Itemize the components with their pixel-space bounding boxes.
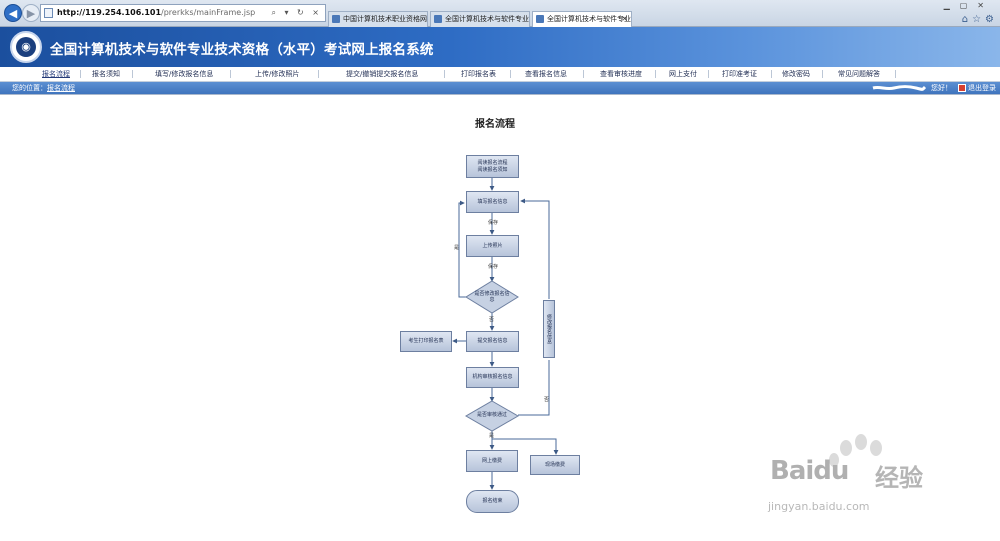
address-host: http://119.254.106.101	[57, 8, 162, 17]
back-button[interactable]: ◀	[4, 4, 22, 22]
menu-item-faq[interactable]: 常见问题解答	[838, 70, 880, 78]
browser-tab[interactable]: 全国计算机技术与软件专业技...	[430, 11, 530, 27]
tab-label: 全国计算机技术与软件专业技...	[445, 15, 529, 23]
tab-favicon-icon	[536, 15, 544, 23]
menu-item-instructions[interactable]: 报名须知	[92, 70, 120, 78]
menu-item-upload-photo[interactable]: 上传/修改照片	[255, 70, 300, 78]
menu-item-review-progress[interactable]: 查看审核进度	[600, 70, 642, 78]
watermark-brand-part1: Bai	[770, 456, 814, 486]
breadcrumb-current[interactable]: 报名流程	[47, 84, 75, 92]
page-icon	[44, 8, 53, 18]
menu-divider	[655, 70, 656, 78]
flow-step-onsite-pay: 现场缴费	[530, 455, 580, 475]
location-bar: 您的位置：报名流程 您好！ 退出登录	[0, 82, 1000, 94]
decision-modify-label: 是否修改报名信息	[474, 291, 510, 303]
site-banner: ◉ 全国计算机技术与软件专业技术资格（水平）考试网上报名系统	[0, 27, 1000, 67]
content-divider	[0, 94, 1000, 95]
menu-item-change-password[interactable]: 修改密码	[782, 70, 810, 78]
flow-step-read-line1: 阅读报名流程	[477, 159, 508, 166]
forward-button[interactable]: ▶	[22, 4, 40, 22]
menu-divider	[510, 70, 511, 78]
tab-favicon-icon	[332, 15, 340, 23]
edge-label-no: 否	[544, 397, 550, 403]
edge-label-yes: 是	[489, 433, 495, 439]
menu-item-online-payment[interactable]: 网上支付	[669, 70, 697, 78]
tab-label: 中国计算机技术职业资格网 | ...	[343, 15, 427, 23]
flow-step-upload-photo: 上传照片	[466, 235, 519, 257]
redacted-username	[872, 85, 926, 91]
watermark-brand: Baidu	[770, 456, 849, 486]
main-menu: 报名流程 报名须知 填写/修改报名信息 上传/修改照片 提交/撤销提交报名信息 …	[0, 67, 1000, 82]
browser-tab[interactable]: 中国计算机技术职业资格网 | ...	[328, 11, 428, 27]
baidu-paw-watermark-icon	[829, 434, 882, 467]
menu-divider	[80, 70, 81, 78]
flow-step-submit-info: 提交报名信息	[466, 331, 519, 352]
browser-tools-icons[interactable]: ⌂☆⚙	[961, 14, 998, 25]
site-title: 全国计算机技术与软件专业技术资格（水平）考试网上报名系统	[50, 42, 434, 58]
watermark-brand-part2: du	[813, 456, 849, 486]
decision-modify-diamond	[465, 280, 519, 314]
greeting-text: 您好！	[931, 84, 952, 92]
site-logo: ◉	[10, 31, 42, 63]
flow-step-read-line2: 阅读报名须知	[477, 166, 508, 173]
tab-label: 全国计算机技术与软件专业...	[547, 15, 632, 23]
edge-label-no: 否	[489, 317, 495, 323]
tab-close-icon[interactable]: ×	[621, 14, 628, 23]
flow-step-online-pay: 网上缴费	[466, 450, 518, 472]
flow-step-read: 阅读报名流程 阅读报名须知	[466, 155, 519, 178]
menu-divider	[771, 70, 772, 78]
address-bar[interactable]: http://119.254.106.101/prerkks/mainFrame…	[40, 4, 326, 22]
menu-divider	[822, 70, 823, 78]
page-title: 报名流程	[475, 119, 515, 130]
browser-toolbar: ◀ ▶ http://119.254.106.101/prerkks/mainF…	[0, 0, 1000, 27]
watermark-cn: 经验	[875, 464, 923, 492]
menu-item-print-form[interactable]: 打印报名表	[461, 70, 496, 78]
address-path: /prerkks/mainFrame.jsp	[161, 8, 256, 17]
tab-favicon-icon	[434, 15, 442, 23]
browser-tab-active[interactable]: 全国计算机技术与软件专业... ×	[532, 11, 632, 27]
edge-label-yes: 是	[454, 245, 460, 251]
flow-step-fill-info: 填写报名信息	[466, 191, 519, 213]
menu-item-view-info[interactable]: 查看报名信息	[525, 70, 567, 78]
logout-icon[interactable]	[958, 84, 966, 92]
menu-item-registration-flow[interactable]: 报名流程	[42, 70, 70, 78]
menu-divider	[444, 70, 445, 78]
breadcrumb: 您的位置：报名流程	[12, 82, 75, 94]
edge-label-save: 保存	[488, 220, 499, 226]
menu-divider	[132, 70, 133, 78]
menu-divider	[583, 70, 584, 78]
address-bar-icons[interactable]: ⌕ ▾ ↻ ×	[271, 8, 322, 17]
watermark-url: jingyan.baidu.com	[768, 500, 870, 513]
menu-divider	[708, 70, 709, 78]
edge-label-save: 保存	[488, 264, 499, 270]
flow-step-done: 报名结束	[466, 490, 519, 513]
logo-emblem-icon: ◉	[16, 37, 36, 57]
decision-pass-diamond	[464, 400, 520, 432]
menu-item-print-admission[interactable]: 打印准考证	[722, 70, 757, 78]
flow-step-modify-info: 修改报名信息	[543, 300, 555, 358]
decision-pass-label: 是否审核通过	[476, 412, 507, 418]
menu-item-submit-info[interactable]: 提交/撤销提交报名信息	[346, 70, 419, 78]
flow-step-print-form: 考生打印报名表	[400, 331, 452, 352]
window-controls[interactable]: ▁▢✕	[943, 1, 994, 10]
menu-divider	[230, 70, 231, 78]
menu-divider	[318, 70, 319, 78]
flow-step-org-review: 机构审核报名信息	[466, 367, 519, 388]
breadcrumb-prefix: 您的位置：	[12, 84, 47, 92]
logout-link[interactable]: 退出登录	[968, 84, 996, 92]
menu-divider	[895, 70, 896, 78]
menu-item-fill-info[interactable]: 填写/修改报名信息	[155, 70, 214, 78]
